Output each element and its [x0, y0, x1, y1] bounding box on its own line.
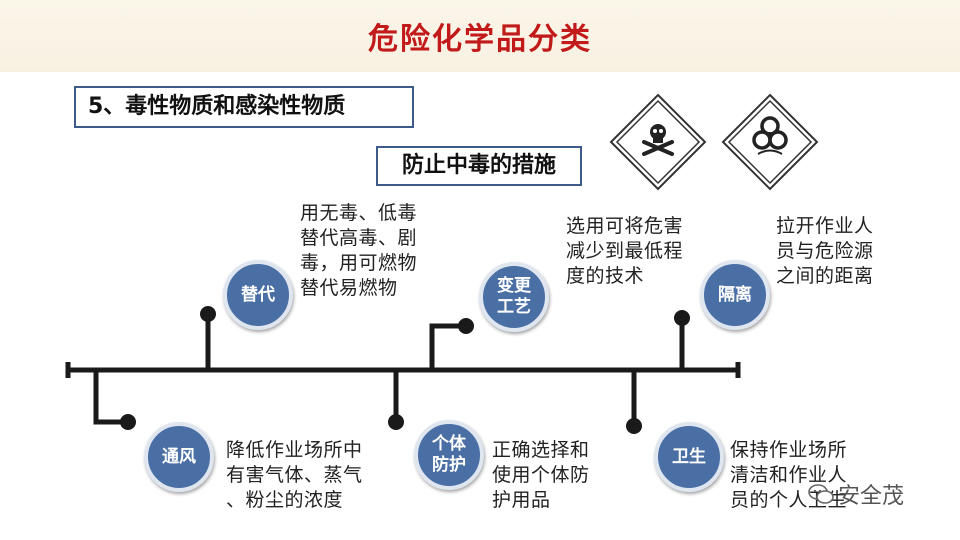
measure-node-hygiene: 卫生	[654, 422, 724, 492]
node-dot-hygiene	[626, 418, 642, 434]
measure-node-isolate: 隔离	[700, 260, 770, 330]
section-title: 5、毒性物质和感染性物质	[74, 86, 414, 128]
measure-desc-ppe: 正确选择和 使用个体防 护用品	[492, 439, 590, 511]
node-dot-isolate	[674, 310, 690, 326]
connector-ventilation	[93, 370, 128, 425]
measure-node-ppe: 个体 防护	[414, 420, 484, 490]
watermark: 安全茂	[808, 478, 904, 510]
measure-node-substitute: 替代	[223, 260, 293, 330]
page-title: 危险化学品分类	[368, 22, 592, 57]
connector-process	[429, 323, 466, 370]
node-dot-ventilation	[120, 414, 136, 430]
header-band	[0, 0, 960, 72]
node-dot-substitute	[200, 306, 216, 322]
measure-desc-ventilation: 降低作业场所中 有害气体、蒸气 、粉尘的浓度	[226, 439, 363, 511]
watermark-text: 安全茂	[838, 484, 905, 509]
subtitle-box: 防止中毒的措施	[376, 146, 582, 186]
measure-desc-substitute: 用无毒、低毒 替代高毒、剧 毒，用可燃物 替代易燃物	[300, 202, 418, 299]
measure-desc-process: 选用可将危害 减少到最低程 度的技术	[566, 215, 684, 287]
node-dot-process	[458, 318, 474, 334]
toxic-skull-icon	[609, 93, 707, 191]
node-dot-ppe	[388, 414, 404, 430]
measure-node-process: 变更 工艺	[479, 262, 549, 332]
wechat-icon	[808, 484, 834, 504]
measure-desc-isolate: 拉开作业人 员与危险源 之间的距离	[776, 215, 874, 287]
biohazard-icon	[721, 93, 819, 191]
measure-node-ventilation: 通风	[144, 422, 214, 492]
